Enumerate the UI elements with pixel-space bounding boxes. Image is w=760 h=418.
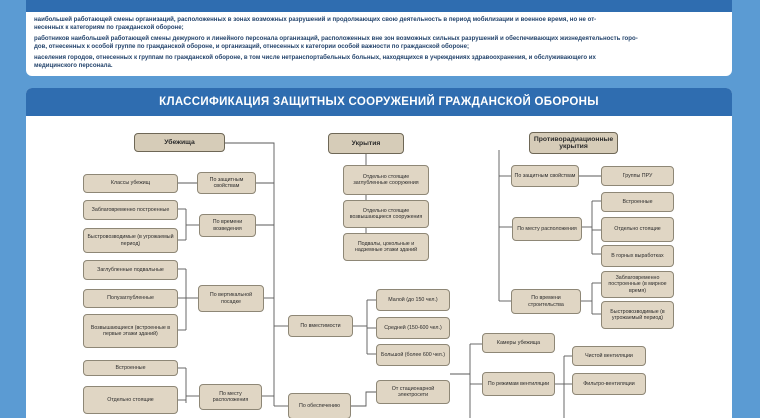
node-by-build-time: По времени возведения xyxy=(199,214,256,237)
node-radiation-shelters: Противорадиационные укрытия xyxy=(529,132,618,154)
node-capacity-small: Малой (до 150 чел.) xyxy=(376,289,450,311)
text-line: несенных к категориям по гражданской обо… xyxy=(34,23,184,31)
node-quick-built: Быстровозводимые (в угрожаемый период) xyxy=(83,228,178,253)
node-shelter-classes: Классы убежищ xyxy=(83,174,178,193)
node-semi-buried: Полузаглубленные xyxy=(83,289,178,308)
node-cover-basements: Подвалы, цокольные и надземные этажи зда… xyxy=(343,233,429,261)
node-by-location-shelter: По месту расположения xyxy=(199,384,262,410)
node-pru-mountain: В горных выработках xyxy=(601,245,674,267)
text-line: населения городов, отнесенных к группам … xyxy=(34,54,596,61)
node-clean-ventilation: Чистой вентиляции xyxy=(572,346,646,366)
node-by-protective-properties: По защитным свойствам xyxy=(197,172,256,194)
text-line: работников наибольшей работающей смены д… xyxy=(34,35,638,42)
node-covers: Укрытия xyxy=(328,133,404,154)
node-pru-by-location: По месту расположения xyxy=(512,217,582,241)
text-line: наибольшей работающей смены организаций,… xyxy=(34,16,597,23)
text-line: медицинского персонала. xyxy=(34,61,113,69)
node-shelter-cameras: Камеры убежища xyxy=(482,333,555,353)
top-title-band xyxy=(26,0,732,12)
node-pru-by-build-time: По времени строительства xyxy=(511,289,581,314)
node-shelters: Убежища xyxy=(134,133,225,152)
node-pru-built-in: Встроенные xyxy=(601,192,674,212)
node-by-vertical-placement: По вертикальной посадке xyxy=(198,285,264,312)
node-capacity-large: Большой (более 600 чел.) xyxy=(376,344,450,366)
node-pru-quick-built: Быстровозводимые (в угрожаемый период) xyxy=(601,301,674,329)
node-buried: Заглубленные подвальные xyxy=(83,260,178,280)
node-pru-groups: Группы ПРУ xyxy=(601,166,674,186)
node-by-ventilation: По режимам вентиляции xyxy=(482,372,555,396)
node-pre-built: Заблаговременно построенные xyxy=(83,200,178,220)
node-by-power-supply: По обеспечению xyxy=(288,393,351,418)
panel-header: КЛАССИФИКАЦИЯ ЗАЩИТНЫХ СООРУЖЕНИЙ ГРАЖДА… xyxy=(26,88,732,116)
node-elevated: Возвышающиеся (встроенные в первые этажи… xyxy=(83,314,178,348)
text-line: дов, отнесенных к особой группе по гражд… xyxy=(34,42,470,50)
node-standalone: Отдельно стоящие xyxy=(83,386,178,414)
node-cover-buried-standalone: Отдельно стоящие заглубленные сооружения xyxy=(343,165,429,195)
panel-title: КЛАССИФИКАЦИЯ ЗАЩИТНЫХ СООРУЖЕНИЙ ГРАЖДА… xyxy=(159,96,599,108)
node-built-in: Встроенные xyxy=(83,360,178,376)
node-capacity-medium: Средней (150-600 чел.) xyxy=(376,317,450,339)
node-filter-ventilation: Фильтро-вентиляции xyxy=(572,373,646,395)
node-pru-standalone: Отдельно стоящие xyxy=(601,217,674,242)
node-pru-by-protective: По защитным свойствам xyxy=(511,165,579,187)
node-pru-pre-built: Заблаговременно построенные (в мирное вр… xyxy=(601,271,674,298)
node-by-capacity: По вместимости xyxy=(288,315,353,337)
node-power-stationary: От стационарной электросети xyxy=(376,380,450,404)
classification-panel: КЛАССИФИКАЦИЯ ЗАЩИТНЫХ СООРУЖЕНИЙ ГРАЖДА… xyxy=(26,88,732,418)
node-cover-elevated-standalone: Отдельно стоящие возвышающиеся сооружени… xyxy=(343,200,429,228)
top-text-panel: наибольшей работающей смены организаций,… xyxy=(26,0,732,76)
